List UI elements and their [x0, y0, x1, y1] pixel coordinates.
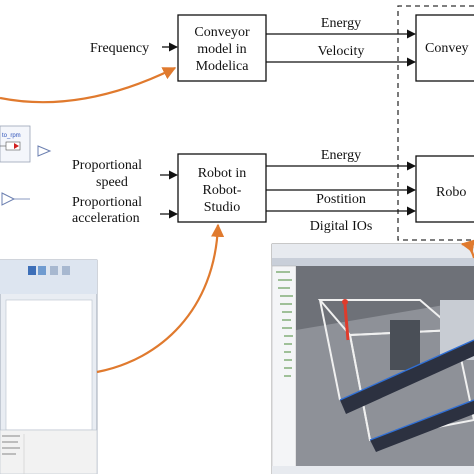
dashed-frame [397, 5, 474, 241]
robot-position-label: Postition [316, 192, 366, 207]
3d-scene-screenshot-icon [271, 243, 474, 474]
orange-arrow-robotstudio [96, 223, 225, 374]
frequency-label: Frequency [90, 41, 149, 56]
prop-speed-line1: Proportional [72, 158, 142, 173]
snippet-label: to_rpm [2, 133, 21, 139]
robot-digital-io-label: Digital IOs [310, 219, 373, 234]
robot-right-box [415, 155, 474, 223]
robot-energy-label: Energy [321, 148, 361, 163]
prop-accel-line2: acceleration [72, 211, 140, 226]
conveyor-model-line3: Modelica [196, 59, 250, 74]
window-screenshot-icon [0, 259, 98, 474]
conveyor-energy-label: Energy [321, 16, 361, 31]
orange-arrow-robot-right [460, 239, 474, 259]
prop-speed-line2: speed [96, 175, 128, 190]
triangle-output-icon [1, 192, 16, 206]
conveyor-model-box [177, 14, 267, 82]
robot-studio-line3: Studio [204, 200, 241, 215]
triangle-output-icon [37, 145, 52, 157]
conveyor-model-line1: Conveyor [194, 25, 250, 40]
robot-studio-line1: Robot in [198, 166, 247, 181]
robot-studio-box [177, 153, 267, 223]
orange-arrow-modelica [0, 67, 177, 104]
prop-accel-line1: Proportional [72, 195, 142, 210]
conveyor-velocity-label: Velocity [318, 44, 365, 59]
conveyor-right-box [415, 14, 474, 82]
conveyor-right-label: Convey [425, 41, 469, 56]
robot-right-label: Robo [436, 185, 466, 200]
robot-studio-line2: Robot- [203, 183, 242, 198]
conveyor-model-line2: model in [197, 42, 246, 57]
modelica-snippet: to_rpm [0, 125, 52, 206]
